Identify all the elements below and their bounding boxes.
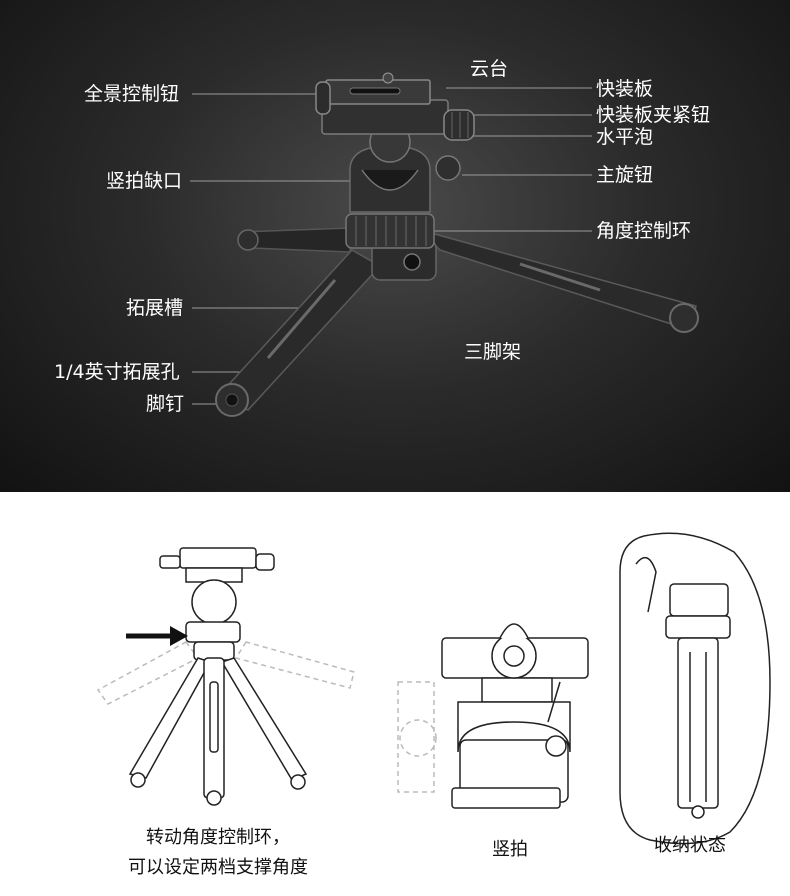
label-angle-ring: 角度控制环 [596, 220, 691, 242]
back-leg [238, 228, 350, 252]
right-leg [420, 230, 698, 332]
caption-stowed: 收纳状态 [620, 832, 760, 860]
portrait-line-drawing [442, 624, 588, 808]
caption-angle-line1: 转动角度控制环， [78, 824, 358, 852]
clamp-knob [444, 110, 474, 140]
left-leg [216, 250, 380, 416]
label-bubble-level: 水平泡 [596, 126, 653, 148]
clamp-base [322, 100, 448, 134]
tripod-line-drawing [130, 548, 306, 805]
usage-illustrations-panel: 转动角度控制环， 可以设定两档支撑角度 竖拍 收纳状态 [0, 492, 790, 896]
angle-ring [346, 214, 434, 248]
caption-portrait: 竖拍 [460, 836, 560, 864]
label-panorama-knob: 全景控制钮 [84, 83, 179, 105]
ghost-plate [398, 682, 436, 792]
label-foot-spike: 脚钉 [146, 393, 184, 415]
arrow-icon [126, 626, 188, 646]
label-tripod: 三脚架 [464, 341, 521, 363]
label-quick-plate: 快装板 [596, 78, 653, 100]
stowed-line-drawing [620, 533, 770, 843]
label-head: 云台 [470, 58, 508, 80]
product-diagram-dark-panel: 云台 全景控制钮 快装板 快装板夹紧钮 水平泡 主旋钮 竖拍缺口 角度控制环 拓… [0, 0, 790, 492]
label-quarter-inch-hole: 1/4英寸拓展孔 [54, 361, 180, 383]
panorama-knob [316, 82, 330, 114]
label-plate-clamp-knob: 快装板夹紧钮 [596, 104, 710, 126]
tripod-photo [0, 0, 790, 492]
label-main-knob: 主旋钮 [596, 164, 653, 186]
caption-angle-line2: 可以设定两档支撑角度 [78, 854, 358, 882]
label-portrait-notch: 竖拍缺口 [106, 170, 182, 192]
label-extension-slot: 拓展槽 [126, 297, 183, 319]
main-knob [436, 156, 460, 180]
